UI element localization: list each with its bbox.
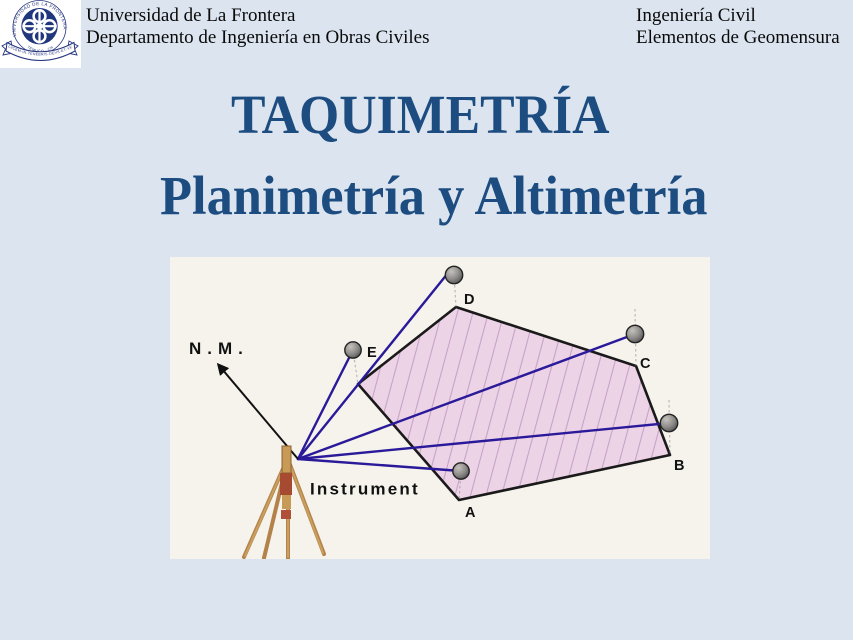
svg-text:A: A [465, 505, 476, 521]
svg-text:E: E [367, 345, 377, 361]
svg-text:N.M.: N.M. [189, 339, 249, 358]
svg-text:C: C [640, 356, 651, 372]
svg-text:Instrument: Instrument [310, 480, 420, 499]
svg-text:B: B [674, 458, 684, 474]
svg-text:D: D [464, 292, 474, 308]
